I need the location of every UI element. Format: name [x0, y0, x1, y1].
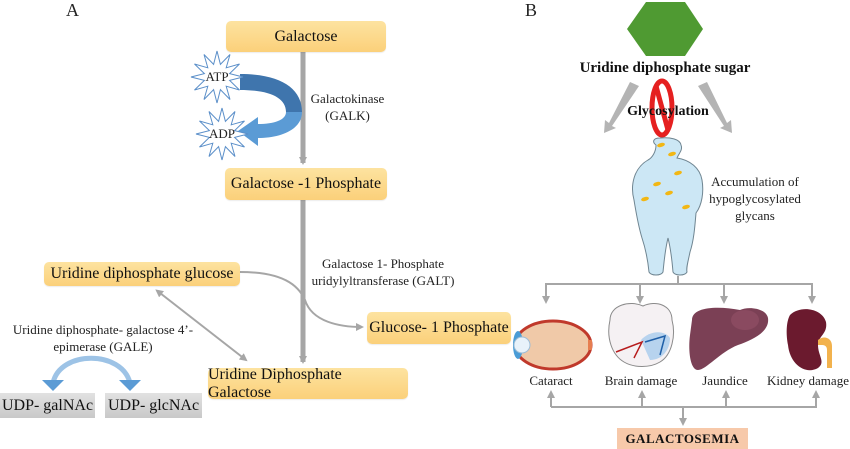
brain-icon	[608, 303, 674, 367]
accumulation-label: Accumulation of hypoglycosylated glycans	[705, 173, 805, 224]
atp-adp-conversion-arrow	[238, 74, 302, 146]
galt-line-2: uridylyltransferase (GALT)	[311, 273, 455, 288]
gale-line-1: Uridine diphosphate- galactose 4’-	[12, 322, 194, 337]
node-udp-glcnac: UDP- glcNAc	[105, 393, 202, 418]
outcome-branch-lines	[542, 276, 816, 304]
gale-line-2: epimerase (GALE)	[53, 339, 153, 354]
node-udp-galnac: UDP- galNAc	[0, 393, 95, 418]
galt-line-1: Galactose 1- Phosphate	[321, 256, 445, 271]
accumulation-line-1: Accumulation of	[711, 174, 799, 189]
node-udp-glucose: Uridine diphosphate glucose	[44, 262, 240, 286]
atp-starburst-icon	[190, 50, 244, 104]
panel-label-a: A	[66, 0, 79, 20]
gale-curved-arrow	[42, 355, 141, 391]
adp-starburst-icon	[195, 107, 249, 161]
node-galactose: Galactose	[226, 21, 386, 52]
gale-bidirectional-arrow	[155, 289, 248, 362]
galk-line-1: Galactokinase	[310, 91, 385, 106]
udp-glucose-to-glc1p-arrow	[239, 271, 364, 331]
accumulation-line-2: hypoglycosylated	[709, 191, 801, 206]
no-sign-icon	[649, 78, 675, 138]
outcome-jaundice: Jaundice	[702, 373, 748, 388]
outcome-cataract: Cataract	[529, 373, 573, 388]
liver-icon	[689, 307, 769, 370]
accumulation-line-3: glycans	[735, 208, 775, 223]
outcome-brain-damage: Brain damage	[604, 373, 678, 388]
node-udp-galactose: Uridine Diphosphate Galactose	[208, 366, 408, 401]
udp-sugar-hexagon-icon	[627, 2, 703, 56]
galk-line-2: (GALK)	[325, 108, 370, 123]
panel-label-b: B	[525, 0, 538, 20]
kidney-icon	[786, 309, 832, 371]
enzyme-galt-label: Galactose 1- Phosphate uridylyltransfera…	[308, 255, 458, 289]
eye-icon	[513, 319, 593, 371]
human-body-icon	[632, 137, 704, 276]
disease-branch-lines	[547, 390, 820, 426]
enzyme-galk-label: Galactokinase (GALK)	[305, 90, 390, 124]
node-galactose-1-phosphate: Galactose -1 Phosphate	[225, 168, 387, 200]
node-glucose-1-phosphate: Glucose- 1 Phosphate	[367, 312, 511, 344]
atp-label: ATP	[205, 69, 229, 84]
enzyme-gale-label: Uridine diphosphate- galactose 4’- epime…	[8, 321, 198, 355]
glycosylation-arrows	[604, 82, 732, 133]
udp-sugar-label: Uridine diphosphate sugar	[579, 60, 751, 76]
galactosemia-box: GALACTOSEMIA	[617, 428, 748, 449]
adp-label: ADP	[208, 126, 235, 141]
glycosylation-label: Glycosylation	[627, 104, 709, 119]
outcome-kidney-damage: Kidney damage	[767, 373, 849, 388]
